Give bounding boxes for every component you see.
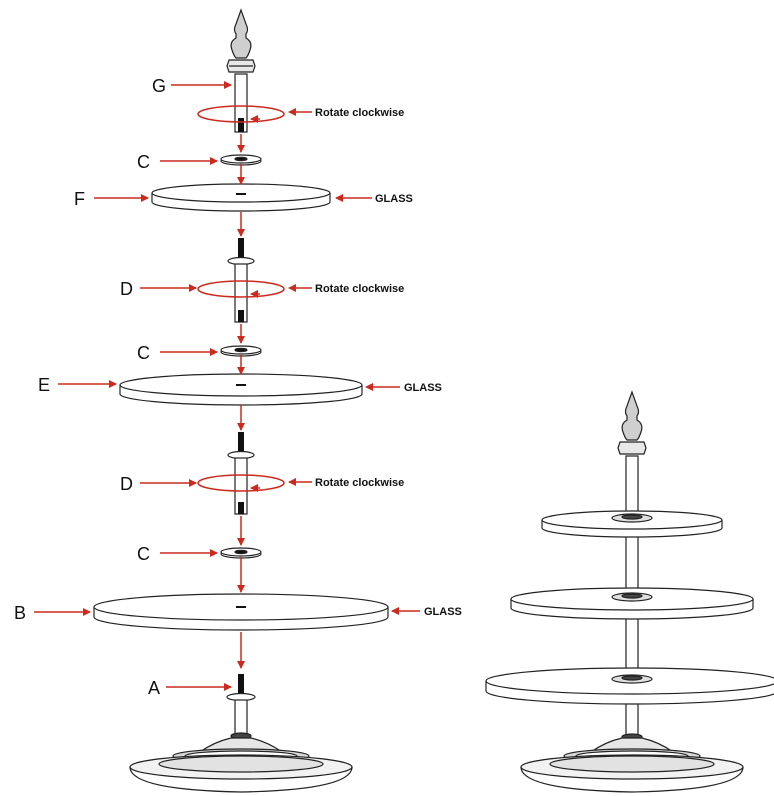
washer-c-middle xyxy=(220,345,262,357)
assembled-plate-bottom xyxy=(485,667,774,705)
assembled-shaft-top xyxy=(625,455,639,513)
rotate-ring-top xyxy=(197,105,285,123)
glass-plate-f xyxy=(151,183,331,212)
rod-d-upper xyxy=(227,238,255,323)
label-part-d-lower: D xyxy=(120,474,133,494)
label-part-e: E xyxy=(38,375,50,395)
washer-c-top xyxy=(220,154,262,166)
label-part-c-middle: C xyxy=(137,343,150,363)
note-glass-f: GLASS xyxy=(375,193,413,205)
rotate-ring-bottom xyxy=(197,474,285,492)
finial-part-g xyxy=(226,8,256,133)
assembled-plate-top xyxy=(541,510,723,538)
rod-d-lower xyxy=(227,432,255,515)
note-glass-e: GLASS xyxy=(404,382,442,394)
exploded-view xyxy=(93,8,389,793)
label-part-a: A xyxy=(148,678,160,698)
label-part-g: G xyxy=(152,76,166,96)
glass-plate-b xyxy=(93,593,389,631)
label-part-b: B xyxy=(14,603,26,623)
assembly-arrows xyxy=(34,81,420,691)
washer-c-bottom xyxy=(220,547,262,559)
label-part-c-bottom: C xyxy=(137,544,150,564)
assembled-base xyxy=(520,733,744,793)
assembled-shaft-lower xyxy=(625,611,639,675)
assembled-plate-middle xyxy=(510,587,754,620)
assembled-stand xyxy=(485,390,774,793)
label-part-d-upper: D xyxy=(120,279,133,299)
base-part-a xyxy=(129,674,353,793)
part-labels: G C F D C E D C B A Rotate clockwise GLA… xyxy=(14,76,462,698)
assembled-shaft-middle xyxy=(625,533,639,591)
note-rotate-middle: Rotate clockwise xyxy=(315,283,404,295)
label-part-c-top: C xyxy=(137,152,150,172)
note-glass-b: GLASS xyxy=(424,606,462,618)
rotate-ring-middle xyxy=(197,280,285,298)
note-rotate-top: Rotate clockwise xyxy=(315,107,404,119)
label-part-f: F xyxy=(74,189,85,209)
note-rotate-bottom: Rotate clockwise xyxy=(315,477,404,489)
assembled-shaft-base xyxy=(625,699,639,737)
glass-plate-e xyxy=(119,373,363,406)
assembled-finial xyxy=(621,390,643,441)
